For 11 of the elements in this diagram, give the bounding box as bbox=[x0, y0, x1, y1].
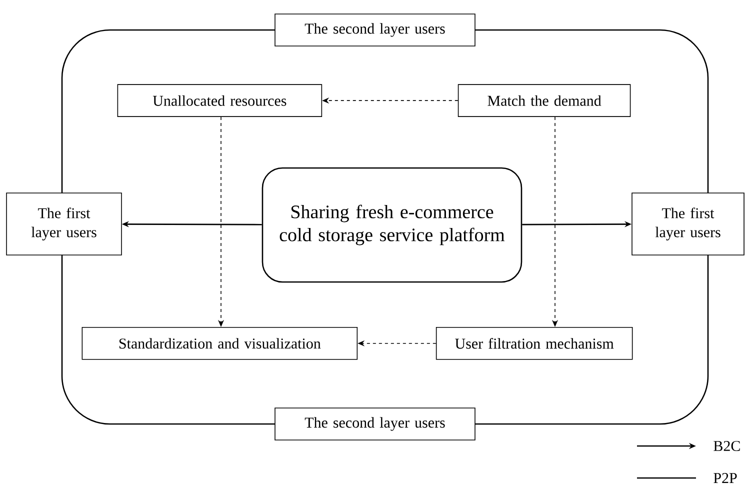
text-box: The first layer users bbox=[632, 192, 744, 256]
text-box: Standardization and visualization bbox=[82, 326, 358, 360]
text-box: The second layer users bbox=[274, 14, 476, 46]
text-box: User filtration mechanism bbox=[436, 326, 633, 360]
platform-box: Sharing fresh e-commerce cold storage service platform bbox=[262, 167, 522, 283]
text-box: Match the demand bbox=[458, 84, 631, 117]
text-box: The second layer users bbox=[274, 408, 476, 440]
legend-label: B2C bbox=[714, 440, 740, 452]
text-box: Unallocated resources bbox=[117, 84, 322, 117]
text-box: The first layer users bbox=[6, 192, 122, 256]
legend-label: P2P bbox=[714, 473, 737, 483]
